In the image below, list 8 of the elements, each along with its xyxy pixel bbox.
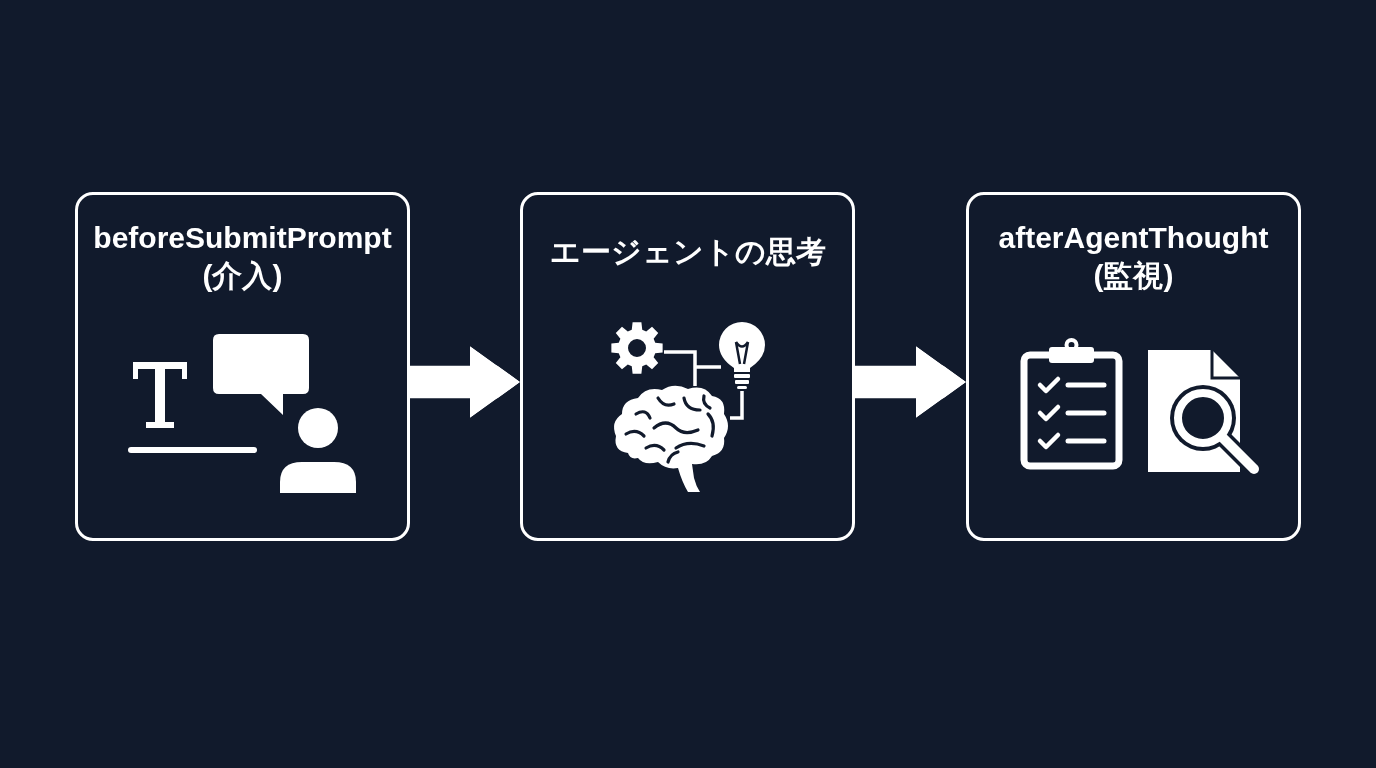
step-title: beforeSubmitPrompt (介入) [92,220,393,294]
step-box [966,192,1301,541]
step-box [520,192,855,541]
step-title: afterAgentThought (監視) [997,220,1270,294]
step-box [75,192,410,541]
arrow [855,346,966,418]
step-title: エージェントの思考 [549,234,826,270]
arrow [410,346,520,418]
